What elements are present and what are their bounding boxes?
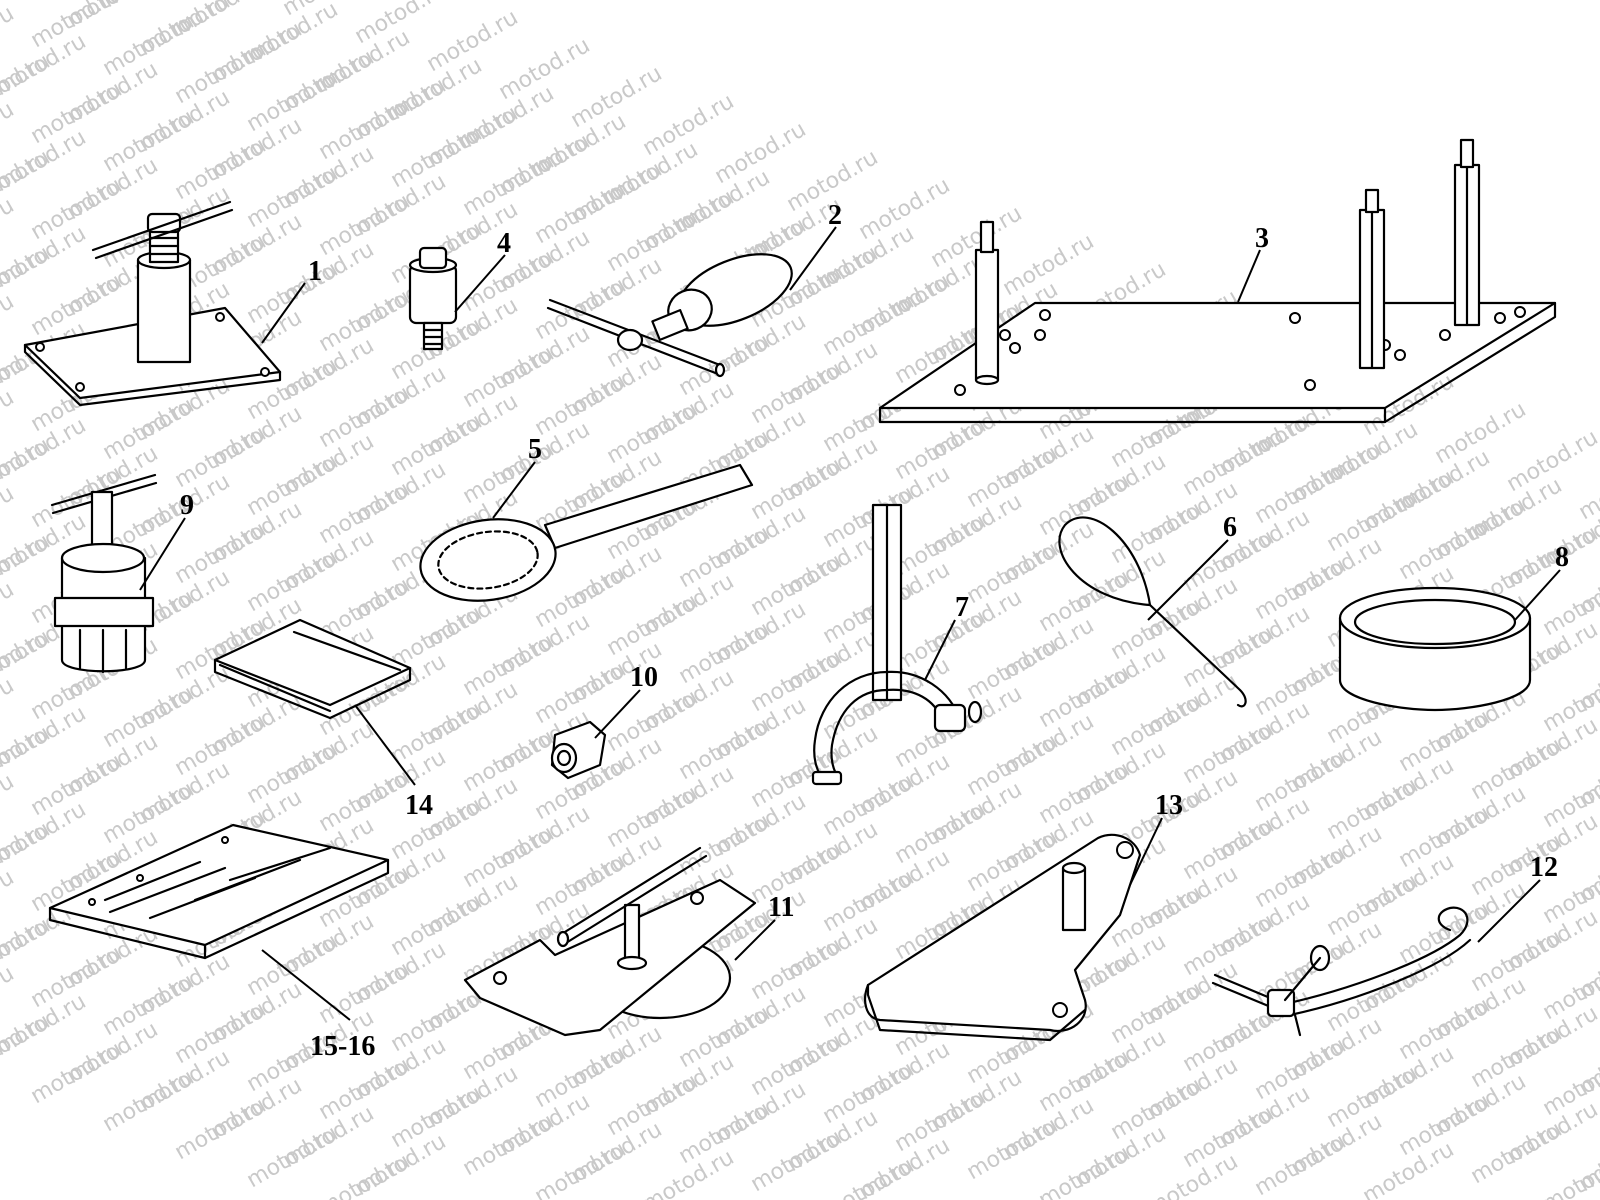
callout-11: 11 bbox=[768, 892, 794, 923]
callout-15-16: 15-16 bbox=[310, 1031, 375, 1062]
watermark-text: motod.ru bbox=[963, 1113, 1063, 1185]
watermark-text: motod.ru bbox=[0, 577, 18, 649]
callout-13: 13 bbox=[1155, 790, 1183, 821]
tool-3-stand-plate bbox=[878, 138, 1557, 424]
callout-14: 14 bbox=[405, 790, 433, 821]
watermark-text: motod.ru bbox=[0, 289, 18, 361]
callout-9: 9 bbox=[180, 490, 194, 521]
callout-5: 5 bbox=[528, 434, 542, 465]
tool-4-adapter bbox=[408, 246, 458, 351]
watermark-text: motod.ru bbox=[819, 1153, 919, 1200]
tool-15-16-manual bbox=[48, 823, 390, 960]
watermark-text: motod.ru bbox=[0, 1, 18, 73]
watermark-text: motod.ru bbox=[747, 1125, 847, 1197]
tool-7-c-spanner bbox=[811, 503, 983, 786]
callout-2: 2 bbox=[828, 200, 842, 231]
watermark-text: motod.ru bbox=[0, 673, 18, 745]
callout-12: 12 bbox=[1530, 852, 1558, 883]
watermark-text: motod.ru bbox=[99, 1065, 199, 1137]
callout-1: 1 bbox=[308, 256, 322, 287]
tool-8-sleeve bbox=[1338, 586, 1532, 712]
tool-12-hook-clamp bbox=[1211, 906, 1472, 1037]
watermark-text: motod.ru bbox=[1539, 1145, 1600, 1200]
tool-6-wire-hook bbox=[1058, 516, 1247, 708]
watermark-text: motod.ru bbox=[0, 97, 18, 169]
callout-7: 7 bbox=[955, 592, 969, 623]
watermark-text: motod.ru bbox=[459, 1109, 559, 1181]
callout-6: 6 bbox=[1223, 512, 1237, 543]
callout-8: 8 bbox=[1555, 542, 1569, 573]
watermark-text: motod.ru bbox=[0, 385, 18, 457]
watermark-text: motod.ru bbox=[0, 961, 18, 1033]
tool-10-nut bbox=[550, 720, 607, 780]
tool-9-puller bbox=[50, 473, 158, 674]
watermark-text: motod.ru bbox=[315, 1149, 415, 1200]
watermark-text: motod.ru bbox=[171, 1093, 271, 1165]
watermark-text: motod.ru bbox=[27, 1037, 127, 1109]
watermark-text: motod.ru bbox=[0, 481, 18, 553]
watermark-text: motod.ru bbox=[1251, 1129, 1351, 1200]
watermark-text: motod.ru bbox=[0, 769, 18, 841]
tool-5-ring-spanner bbox=[419, 463, 754, 602]
tool-14-booklet bbox=[213, 618, 412, 720]
tool-11-fixture bbox=[463, 846, 757, 1037]
tool-13-lever-plate bbox=[864, 833, 1142, 1042]
callout-3: 3 bbox=[1255, 223, 1269, 254]
watermark-text: motod.ru bbox=[1467, 1117, 1567, 1189]
callout-10: 10 bbox=[630, 662, 658, 693]
watermark-text: motod.ru bbox=[1035, 1141, 1135, 1200]
watermark-text: motod.ru bbox=[1575, 453, 1600, 525]
tool-2-driver-t-handle bbox=[546, 253, 793, 378]
leader-lines bbox=[139, 226, 1561, 1021]
callout-numbers: 1 2 3 4 5 6 7 8 9 10 11 12 13 14 15-16 bbox=[180, 200, 1569, 1062]
watermark-text: motod.ru bbox=[243, 1121, 343, 1193]
tool-1-press-plate bbox=[23, 200, 282, 407]
callout-4: 4 bbox=[497, 228, 511, 259]
watermark-text: motod.ru bbox=[0, 865, 18, 937]
watermark-text: motod.ru bbox=[531, 1137, 631, 1200]
watermark-text: motod.ru bbox=[0, 1009, 54, 1081]
watermark-text: motod.ru bbox=[0, 193, 18, 265]
